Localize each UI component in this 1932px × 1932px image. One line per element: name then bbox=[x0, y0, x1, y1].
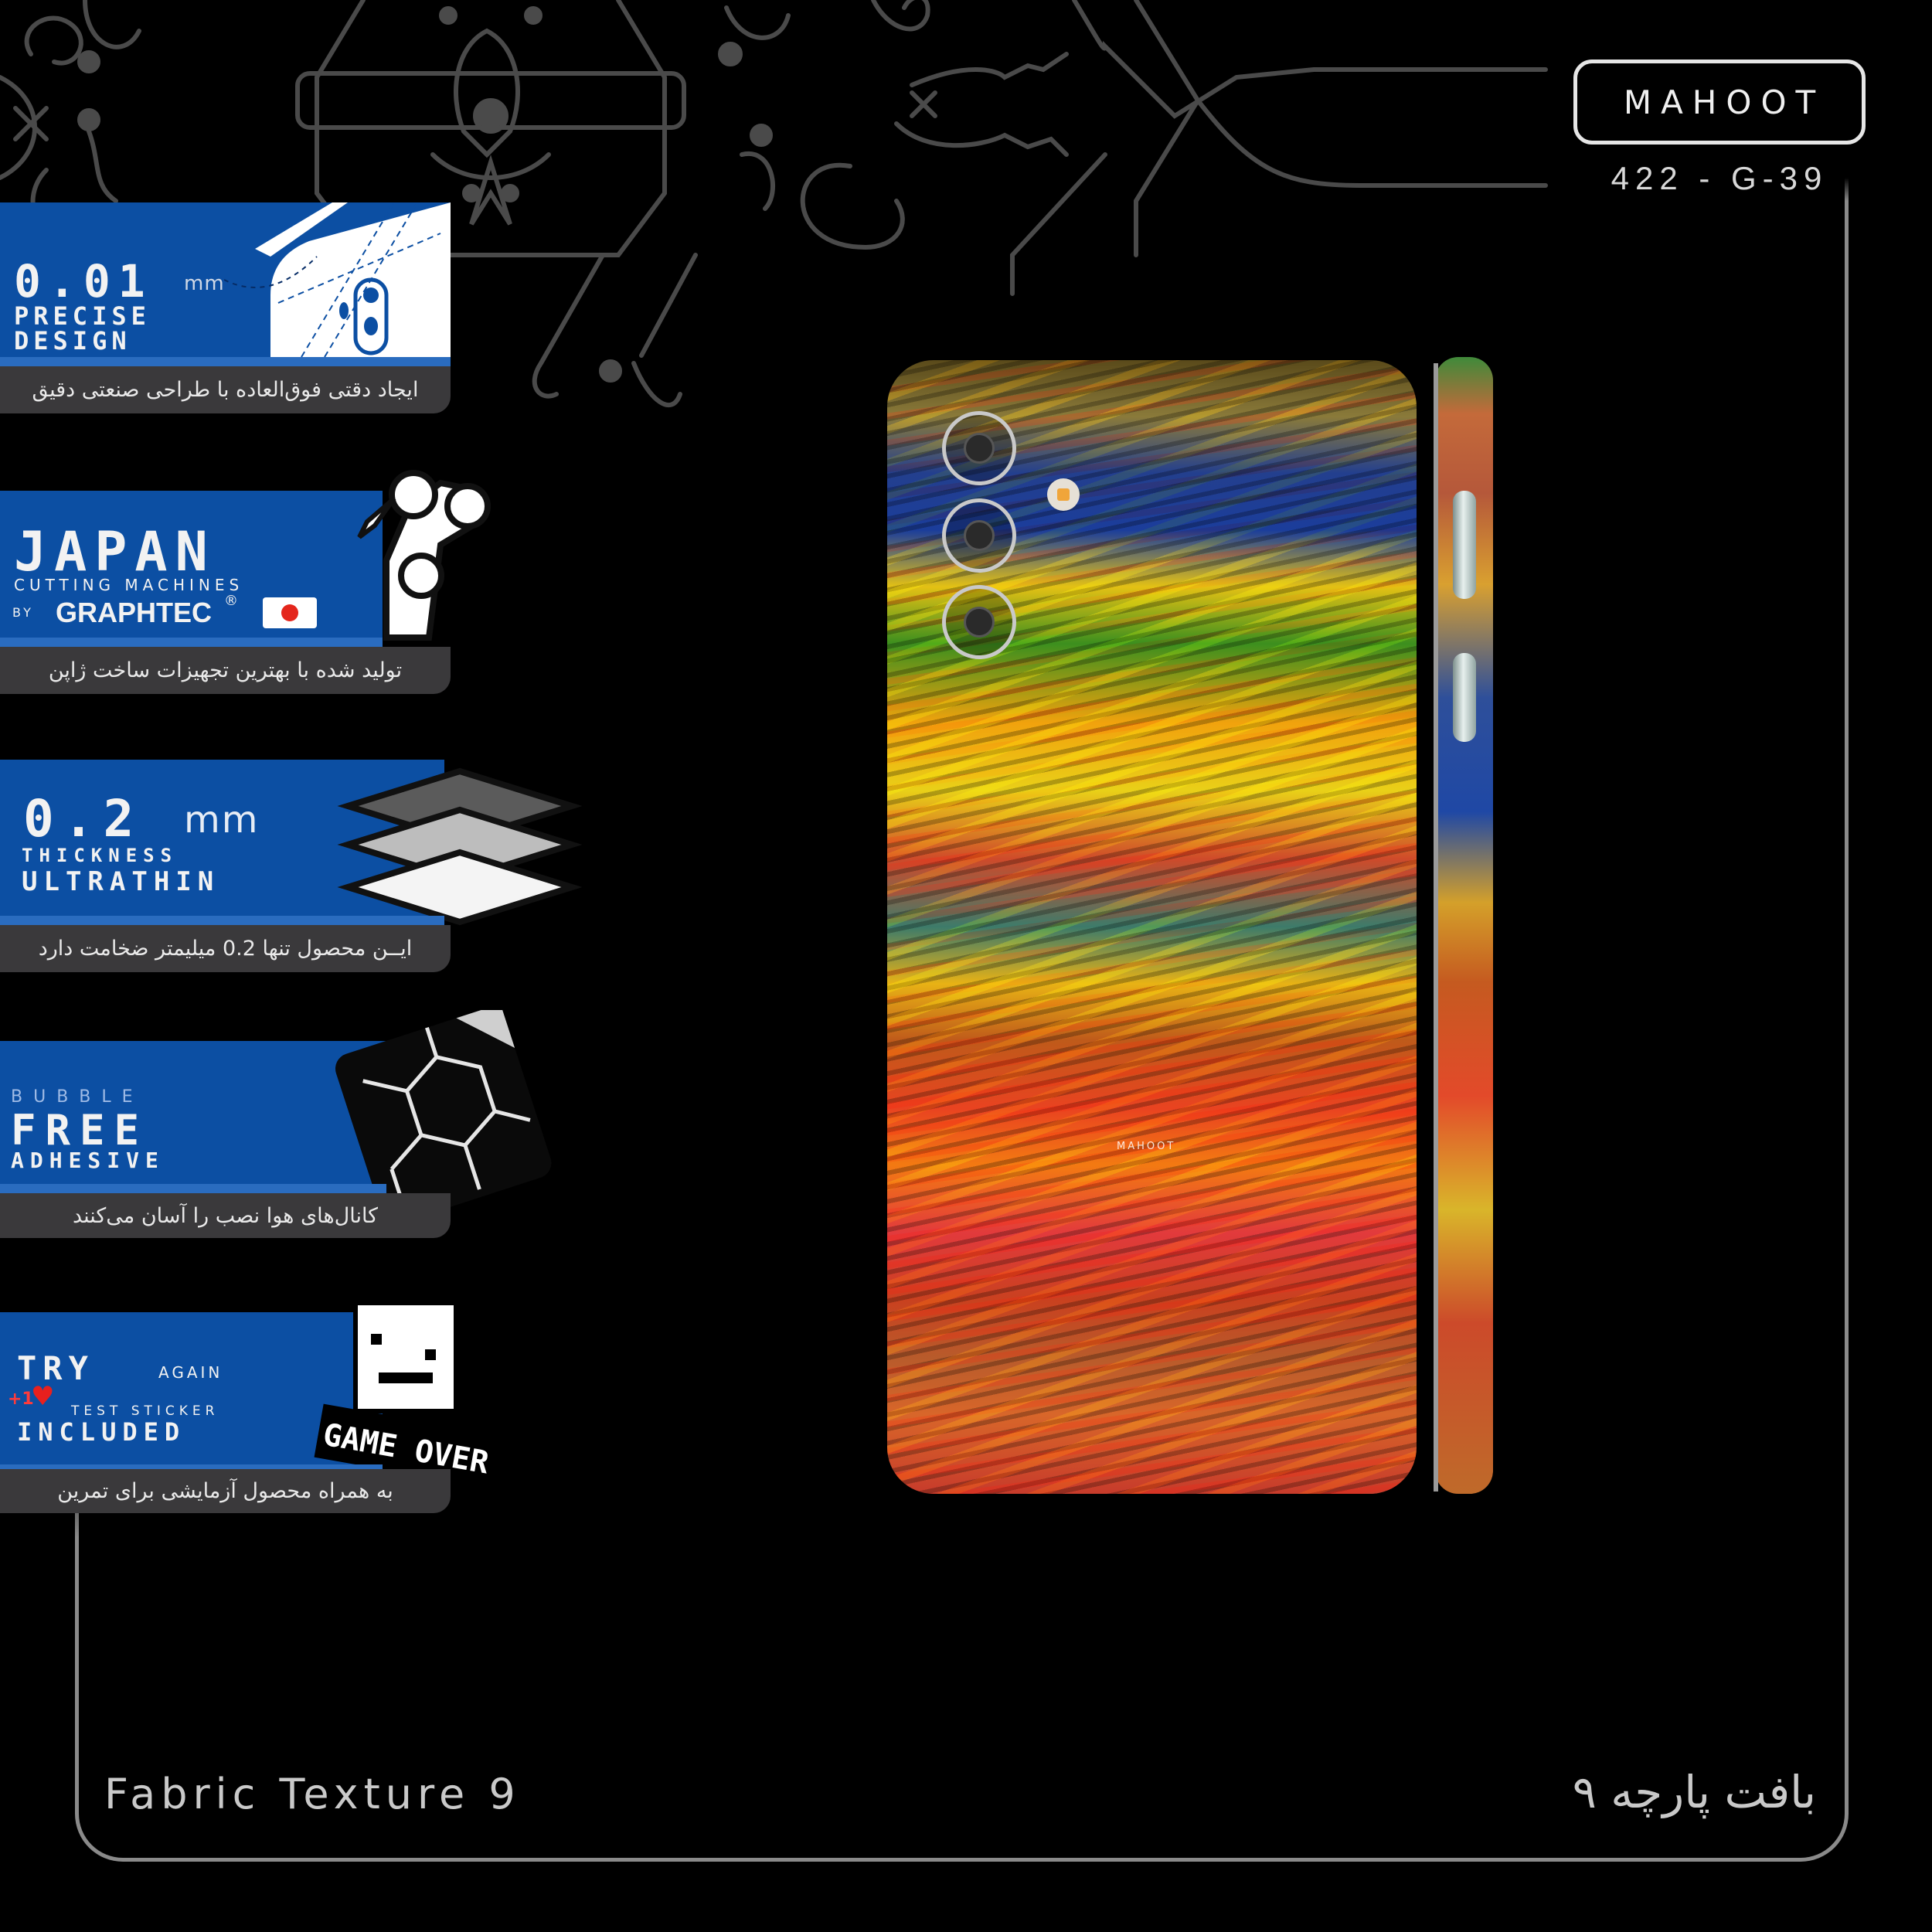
feature-card-japan-machines: JAPAN CUTTING MACHINES BY GRAPHTEC ® تول… bbox=[0, 470, 491, 694]
headline-value: FREE bbox=[11, 1106, 149, 1155]
feature-line2: ULTRATHIN bbox=[22, 866, 220, 897]
feature-card-bubble-free: BUBBLE FREE ADHESIVE کانال‌های هوا نصب ر… bbox=[0, 1010, 572, 1238]
feature-line2: INCLUDED bbox=[17, 1417, 186, 1447]
camera-lens-icon bbox=[942, 585, 1016, 659]
ornament-lineart-icon bbox=[0, 0, 1548, 408]
heart-icon: ♥ bbox=[31, 1381, 55, 1412]
product-title-fa: بافت پارچه ۹ bbox=[1572, 1766, 1816, 1818]
feature-card-test-sticker: TRY AGAIN +1 ♥ TEST STICKER INCLUDED GAM… bbox=[0, 1301, 510, 1513]
headline-suffix: AGAIN bbox=[158, 1363, 223, 1382]
feature-by: BY bbox=[12, 605, 34, 620]
feature-caption: ایجاد دقتی فوق‌العاده با طراحی صنعتی دقی… bbox=[0, 366, 451, 413]
product-code: 422 - G-39 bbox=[1611, 160, 1828, 196]
peeling-sticker-icon bbox=[335, 1010, 552, 1224]
brand-logo: MAHOOT bbox=[1573, 60, 1866, 145]
feature-line1: ADHESIVE bbox=[11, 1148, 165, 1173]
japan-flag-icon bbox=[263, 597, 317, 628]
volume-button bbox=[1453, 653, 1476, 742]
feature-caption: تولید شده با بهترین تجهیزات ساخت ژاپن bbox=[0, 647, 451, 694]
feature-card-precise-design: 0.01 mm PRECISE DESIGN ایجاد دقتی فوق‌ال… bbox=[0, 202, 451, 413]
feature-line1: TEST STICKER bbox=[71, 1403, 219, 1419]
feature-line1: PRECISE bbox=[14, 301, 151, 331]
phone-watermark: MAHOOT bbox=[1117, 1141, 1176, 1152]
side-rail bbox=[1434, 363, 1438, 1492]
headline-unit: mm bbox=[184, 798, 260, 842]
feature-caption: به همراه محصول آزمایشی برای تمرین bbox=[0, 1469, 451, 1513]
flash-icon bbox=[1047, 478, 1080, 511]
feature-card-thickness: 0.2 mm THICKNESS ULTRATHIN ایــن محصول ت… bbox=[0, 760, 587, 972]
product-title-en: Fabric Texture 9 bbox=[104, 1770, 521, 1818]
feature-caption: ایــن محصول تنها 0.2 میلیمتر ضخامت دارد bbox=[0, 925, 451, 972]
headline-value: TRY bbox=[17, 1349, 94, 1387]
feature-line1: CUTTING MACHINES bbox=[14, 576, 244, 594]
headline-unit: mm bbox=[184, 272, 225, 295]
phone-skin-back-view bbox=[887, 360, 1417, 1494]
feature-line1: THICKNESS bbox=[22, 845, 179, 866]
headline-value: JAPAN bbox=[14, 520, 216, 583]
feature-line2: DESIGN bbox=[14, 326, 131, 355]
layers-icon bbox=[337, 767, 583, 926]
feature-line0: BUBBLE bbox=[11, 1087, 144, 1107]
frame-fade-right bbox=[1843, 178, 1859, 201]
graphtec-brand: GRAPHTEC bbox=[56, 597, 213, 628]
registered-mark: ® bbox=[224, 593, 238, 609]
life-badge: +1 bbox=[8, 1389, 34, 1409]
feature-caption: کانال‌های هوا نصب را آسان می‌کنند bbox=[0, 1193, 451, 1238]
phone-blueprint-icon bbox=[224, 202, 451, 357]
headline-value: 0.2 bbox=[23, 789, 144, 849]
camera-lens-icon bbox=[942, 411, 1016, 485]
camera-lens-icon bbox=[942, 498, 1016, 573]
robot-arm-icon bbox=[357, 470, 491, 641]
power-button bbox=[1453, 491, 1476, 599]
brand-logo-text: MAHOOT bbox=[1623, 83, 1825, 121]
headline-value: 0.01 bbox=[14, 255, 153, 308]
